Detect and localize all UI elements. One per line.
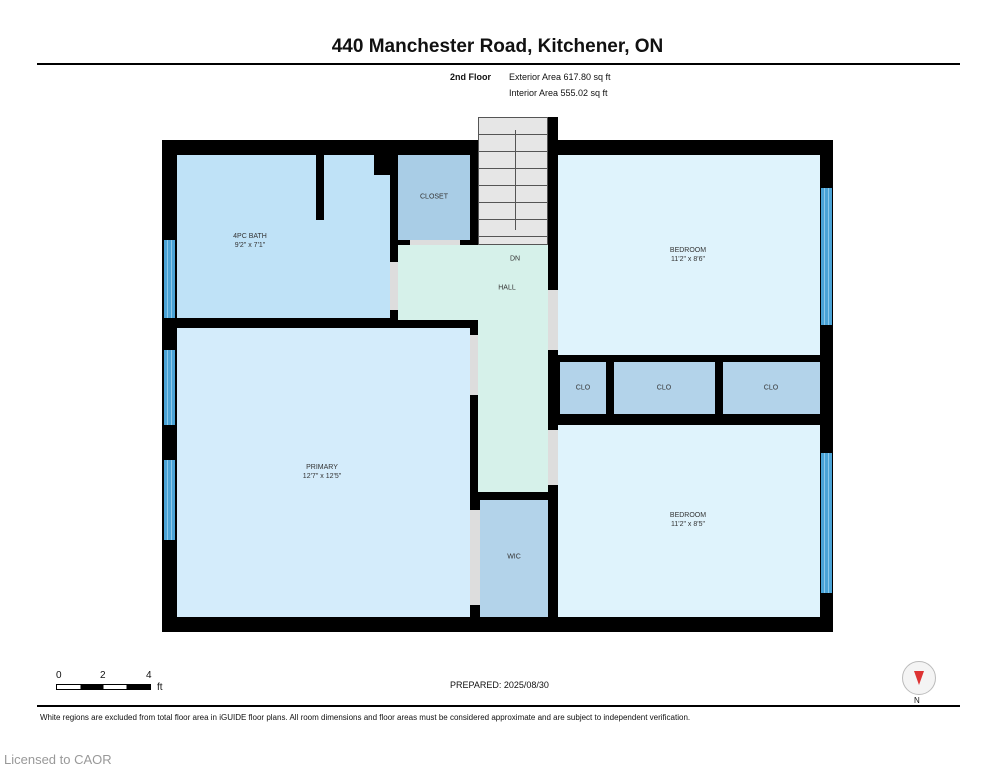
bottom-rule: [37, 705, 960, 707]
top-rule: [37, 63, 960, 65]
wall: [548, 117, 558, 157]
window: [821, 188, 832, 325]
window: [164, 350, 175, 425]
door-bedroom-2: [548, 430, 558, 485]
scale-unit: ft: [157, 682, 163, 693]
door-closet: [410, 240, 460, 245]
wall: [316, 155, 324, 220]
door-wic: [470, 510, 480, 605]
door-bedroom-1: [548, 290, 558, 350]
stair-arrow: [515, 130, 516, 230]
compass-icon: [902, 661, 936, 695]
room-bedroom-2: [558, 425, 820, 617]
stairs: [478, 117, 548, 245]
label-clo-3: CLO: [763, 384, 779, 392]
compass-label: N: [914, 696, 920, 705]
wall: [374, 155, 390, 175]
label-clo-1: CLO: [575, 384, 591, 392]
page-title: 440 Manchester Road, Kitchener, ON: [331, 36, 664, 57]
room-clo-2: [614, 362, 715, 414]
room-closet: [398, 155, 470, 240]
door-primary: [470, 335, 478, 395]
scale-tick: 4: [146, 670, 152, 681]
floor-name: 2nd Floor: [450, 72, 491, 82]
interior-area: Interior Area 555.02 sq ft: [509, 88, 608, 98]
room-bath: [177, 155, 390, 318]
exterior-area: Exterior Area 617.80 sq ft: [509, 72, 611, 82]
door-bath: [390, 262, 398, 310]
license-text: Licensed to CAOR: [4, 752, 112, 767]
window: [821, 453, 832, 593]
scale-tick: 0: [56, 670, 62, 681]
disclaimer: White regions are excluded from total fl…: [40, 713, 691, 722]
label-closet: CLOSET: [419, 193, 449, 201]
room-bedroom-1: [558, 155, 820, 355]
scale-tick: 2: [100, 670, 106, 681]
label-dn: DN: [509, 255, 521, 263]
room-primary: [177, 328, 470, 617]
label-hall: HALL: [498, 284, 516, 292]
window: [164, 240, 175, 318]
room-clo-1: [560, 362, 606, 414]
room-hall: [398, 245, 548, 320]
label-clo-2: CLO: [656, 384, 672, 392]
window: [164, 460, 175, 540]
room-clo-3: [723, 362, 820, 414]
prepared-date: PREPARED: 2025/08/30: [450, 680, 549, 690]
room-wic: [480, 500, 548, 617]
room-hall-corridor: [478, 318, 548, 492]
label-wic: WIC: [507, 553, 521, 561]
